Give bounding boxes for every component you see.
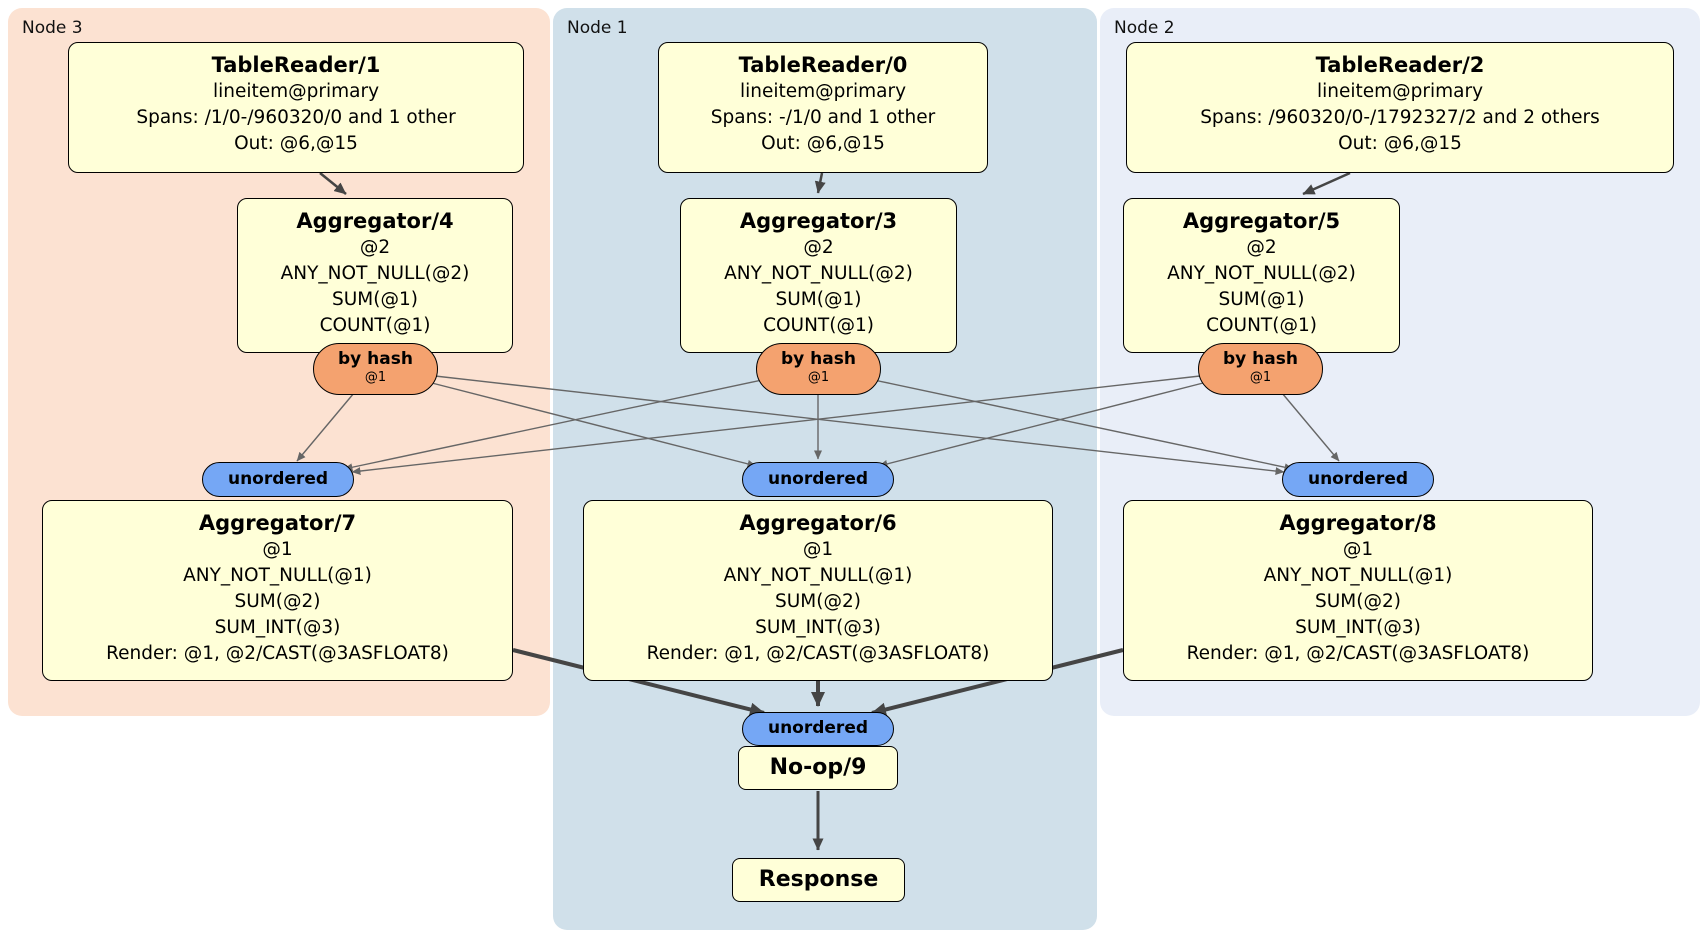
router-label: by hash (1223, 349, 1298, 369)
processor-out: Out: @6,@15 (761, 133, 885, 154)
router-label: by hash (338, 349, 413, 369)
agg-render: Render: @1, @2/CAST(@3ASFLOAT8) (106, 643, 449, 664)
processor-aggregator-8: Aggregator/8 @1 ANY_NOT_NULL(@1) SUM(@2)… (1123, 500, 1593, 681)
router-label: by hash (781, 349, 856, 369)
router-by-hash-agg5: by hash @1 (1198, 343, 1323, 395)
agg-func: SUM_INT(@3) (755, 617, 881, 638)
agg-func: ANY_NOT_NULL(@2) (724, 263, 913, 284)
processor-title: Aggregator/4 (296, 209, 454, 233)
processor-noop-9: No-op/9 (738, 746, 898, 790)
agg-func: SUM(@1) (775, 289, 862, 310)
region-label-node3: Node 3 (22, 18, 83, 38)
processor-index: lineitem@primary (739, 81, 907, 102)
agg-func: SUM(@1) (332, 289, 418, 310)
processor-title: Aggregator/3 (739, 209, 898, 233)
agg-group-cols: @2 (1246, 237, 1277, 258)
agg-group-cols: @1 (262, 539, 293, 560)
processor-title: Aggregator/5 (1182, 209, 1341, 233)
processor-index: lineitem@primary (1316, 81, 1484, 102)
processor-spans: Spans: /1/0-/960320/0 and 1 other (136, 107, 456, 128)
agg-func: SUM_INT(@3) (214, 617, 341, 638)
agg-func: ANY_NOT_NULL(@2) (280, 263, 470, 284)
agg-func: COUNT(@1) (1206, 315, 1317, 336)
processor-aggregator-5: Aggregator/5 @2 ANY_NOT_NULL(@2) SUM(@1)… (1123, 198, 1400, 353)
sync-unordered-agg7: unordered (202, 462, 354, 497)
processor-title: Aggregator/6 (739, 511, 897, 535)
agg-func: SUM(@2) (234, 591, 321, 612)
processor-out: Out: @6,@15 (234, 133, 358, 154)
agg-func: ANY_NOT_NULL(@1) (183, 565, 372, 586)
processor-aggregator-3: Aggregator/3 @2 ANY_NOT_NULL(@2) SUM(@1)… (680, 198, 957, 353)
agg-func: SUM(@2) (1315, 591, 1401, 612)
processor-tablereader-2: TableReader/2 lineitem@primary Spans: /9… (1126, 42, 1674, 173)
node-response: Response (732, 858, 905, 902)
agg-func: SUM(@1) (1218, 289, 1305, 310)
processor-aggregator-7: Aggregator/7 @1 ANY_NOT_NULL(@1) SUM(@2)… (42, 500, 513, 681)
agg-group-cols: @1 (802, 539, 834, 560)
agg-func: ANY_NOT_NULL(@1) (1263, 565, 1453, 586)
processor-aggregator-6: Aggregator/6 @1 ANY_NOT_NULL(@1) SUM(@2)… (583, 500, 1053, 681)
processor-title: Aggregator/8 (1279, 511, 1437, 535)
router-columns: @1 (1249, 370, 1272, 385)
processor-spans: Spans: /960320/0-/1792327/2 and 2 others (1200, 107, 1600, 128)
agg-func: ANY_NOT_NULL(@1) (723, 565, 913, 586)
processor-out: Out: @6,@15 (1338, 133, 1462, 154)
processor-title: TableReader/2 (1315, 53, 1485, 77)
sync-unordered-agg6: unordered (742, 462, 894, 497)
router-columns: @1 (364, 370, 387, 385)
router-by-hash-agg4: by hash @1 (313, 343, 438, 395)
region-label-node1: Node 1 (567, 18, 628, 38)
processor-spans: Spans: -/1/0 and 1 other (710, 107, 936, 128)
router-columns: @1 (807, 370, 830, 385)
agg-render: Render: @1, @2/CAST(@3ASFLOAT8) (1186, 643, 1530, 664)
processor-title: TableReader/0 (738, 53, 908, 77)
agg-func: SUM(@2) (775, 591, 861, 612)
agg-group-cols: @1 (1342, 539, 1374, 560)
processor-index: lineitem@primary (212, 81, 380, 102)
region-label-node2: Node 2 (1114, 18, 1175, 38)
agg-group-cols: @2 (359, 237, 391, 258)
processor-tablereader-0: TableReader/0 lineitem@primary Spans: -/… (658, 42, 988, 173)
sync-unordered-noop: unordered (742, 712, 894, 746)
agg-func: COUNT(@1) (763, 315, 874, 336)
agg-func: ANY_NOT_NULL(@2) (1167, 263, 1356, 284)
agg-func: SUM_INT(@3) (1295, 617, 1421, 638)
agg-func: COUNT(@1) (319, 315, 431, 336)
sync-unordered-agg8: unordered (1282, 462, 1434, 497)
router-by-hash-agg3: by hash @1 (756, 343, 881, 395)
processor-aggregator-4: Aggregator/4 @2 ANY_NOT_NULL(@2) SUM(@1)… (237, 198, 513, 353)
processor-title: Aggregator/7 (198, 511, 357, 535)
processor-title: TableReader/1 (211, 53, 381, 77)
processor-tablereader-1: TableReader/1 lineitem@primary Spans: /1… (68, 42, 524, 173)
agg-group-cols: @2 (803, 237, 834, 258)
agg-render: Render: @1, @2/CAST(@3ASFLOAT8) (646, 643, 990, 664)
